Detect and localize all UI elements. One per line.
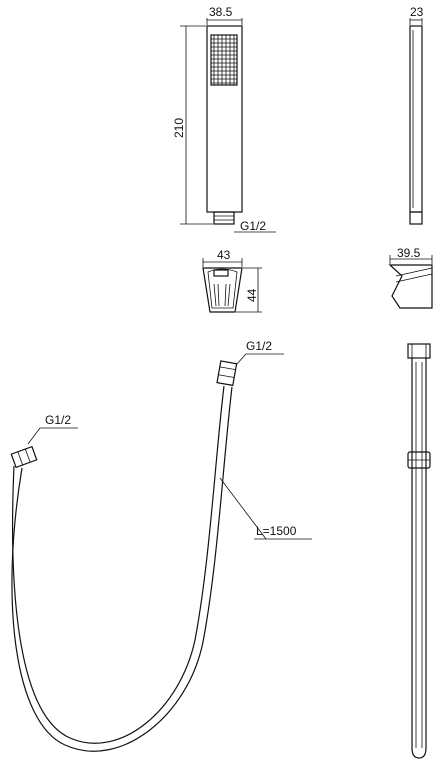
holder-clip: [213, 269, 229, 277]
holder-side-view: 39.5: [388, 246, 433, 309]
handset-side-connector: [409, 211, 423, 225]
handset-height-label: 210: [172, 118, 186, 138]
rail-top-bracket: [407, 343, 431, 359]
holder-body: [202, 267, 243, 313]
hose-left-fitting: [10, 445, 38, 469]
handset-depth-label: 23: [410, 5, 424, 19]
handset-side-body: [409, 25, 423, 213]
handset-front-view: 38.5 210 G1/2: [172, 5, 276, 233]
handset-side-view: 23: [409, 5, 424, 225]
handset-width-label: 38.5: [209, 5, 233, 19]
handset-connector: [213, 211, 235, 225]
spray-nozzle-grid: [211, 35, 237, 85]
hose-top-thread-label: G1/2: [246, 339, 272, 353]
holder-width-label: 43: [217, 248, 231, 262]
hose-top-fitting: [216, 360, 238, 387]
slide-rail-view: [407, 343, 431, 759]
hose-length-label: L=1500: [256, 524, 297, 538]
hose-outer-line: [11, 385, 225, 744]
spray-face: [210, 34, 238, 86]
rail-bar: [411, 358, 427, 759]
holder-side-width-label: 39.5: [397, 246, 421, 260]
hose-left-thread-label: G1/2: [45, 413, 71, 427]
hose: G1/2 G1/2 L=1500: [10, 339, 312, 752]
holder-height-label: 44: [245, 288, 259, 302]
holder-side-body: [388, 264, 433, 309]
holder-front-view: 43 44: [202, 248, 262, 313]
hose-top-nut: [216, 360, 238, 387]
handset-thread-label: G1/2: [240, 219, 266, 233]
hose-inner-line: [11, 386, 233, 752]
hose-left-nut: [10, 445, 38, 469]
